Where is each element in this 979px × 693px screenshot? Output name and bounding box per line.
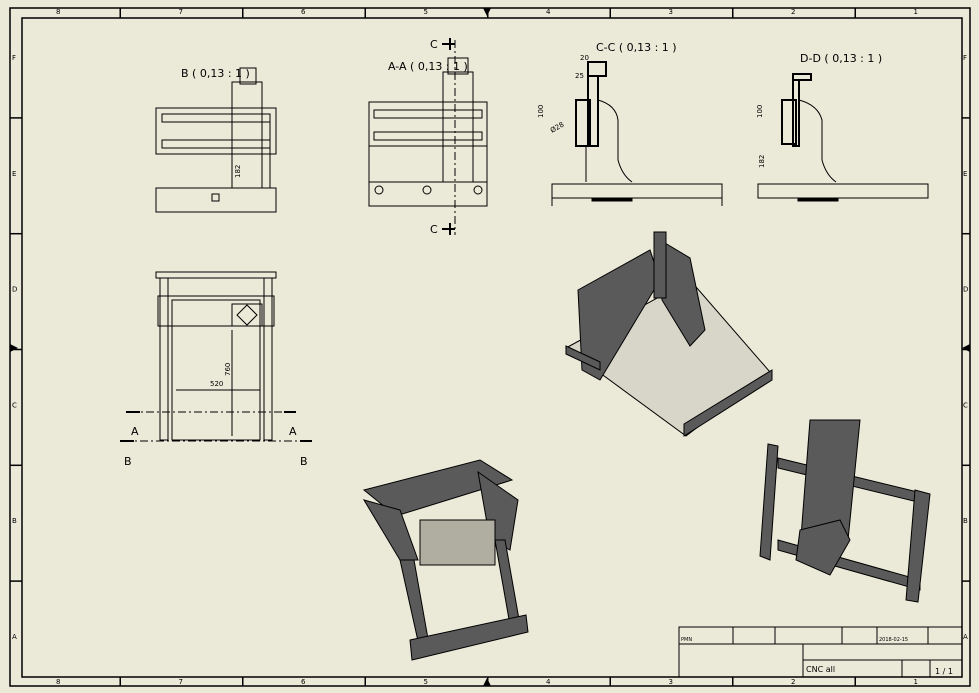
zone-column-label: 7 — [179, 8, 183, 16]
inner-frame — [21, 17, 963, 678]
zone-row-label: B — [963, 517, 968, 525]
zone-column-label: 1 — [914, 8, 918, 16]
date-value: 2018-02-15 — [879, 637, 908, 643]
zone-row-label: C — [963, 401, 968, 409]
designer-value: PMN — [681, 637, 692, 643]
zone-column-label: 6 — [301, 678, 306, 686]
zone-column-label: 4 — [546, 8, 551, 16]
zone-column-label: 7 — [179, 678, 183, 686]
cut-b-right: B — [300, 455, 308, 468]
zone-ticks — [10, 8, 970, 686]
view-aa — [368, 40, 488, 235]
view-cc-label: C-C ( 0,13 : 1 ) — [596, 41, 677, 54]
drawing-title: CNC all — [806, 665, 835, 674]
iso-view-2 — [362, 459, 529, 661]
zone-column-label: 5 — [424, 8, 428, 16]
title-block — [678, 626, 963, 678]
cut-c-bottom: C — [430, 223, 438, 236]
cut-c-top: C — [430, 38, 438, 51]
zone-column-label: 8 — [56, 678, 60, 686]
dim-760: 760 — [224, 363, 232, 376]
zone-row-label: F — [963, 54, 967, 62]
dim-20: 20 — [580, 54, 589, 62]
zone-row-label: F — [12, 54, 16, 62]
view-b-dim: 182 — [234, 165, 242, 178]
view-b — [155, 67, 277, 213]
zone-row-label: A — [963, 633, 968, 641]
iso-view-3 — [759, 419, 931, 603]
zone-column-label: 2 — [791, 678, 795, 686]
zone-row-label: E — [12, 170, 16, 178]
view-cc — [551, 61, 723, 206]
zone-column-label: 3 — [669, 678, 673, 686]
zone-row-label: D — [963, 286, 968, 294]
zone-row-label: A — [12, 633, 17, 641]
view-top — [120, 271, 312, 442]
view-dd — [757, 73, 929, 202]
dd-dim-100: 100 — [756, 105, 764, 118]
cut-b-left: B — [124, 455, 132, 468]
dim-100: 100 — [537, 105, 545, 118]
center-mark-top — [483, 8, 491, 16]
zone-column-label: 4 — [546, 678, 551, 686]
zone-row-label: D — [12, 286, 17, 294]
dim-520: 520 — [210, 380, 223, 388]
dim-dia28: Ø28 — [549, 121, 565, 135]
cut-a-left: A — [131, 425, 139, 438]
zone-column-label: 2 — [791, 8, 795, 16]
view-dd-label: D-D ( 0,13 : 1 ) — [800, 52, 882, 65]
dd-dim-182: 182 — [758, 155, 766, 168]
zone-column-label: 5 — [424, 678, 428, 686]
view-b-label: B ( 0,13 : 1 ) — [181, 67, 250, 80]
center-mark-bottom — [483, 678, 491, 686]
zone-column-label: 3 — [669, 8, 673, 16]
iso-view-1 — [565, 231, 773, 437]
dim-25: 25 — [575, 72, 584, 80]
zone-column-label: 1 — [914, 678, 918, 686]
cut-a-right: A — [289, 425, 297, 438]
outer-border — [9, 7, 971, 687]
zone-column-label: 8 — [56, 8, 60, 16]
center-mark-right — [962, 344, 970, 352]
zone-column-label: 6 — [301, 8, 306, 16]
sheet-number: 1 / 1 — [935, 667, 953, 676]
zone-row-label: B — [12, 517, 17, 525]
zone-row-label: C — [12, 401, 17, 409]
zone-row-label: E — [963, 170, 967, 178]
center-mark-left — [10, 344, 18, 352]
view-aa-label: A-A ( 0,13 : 1 ) — [388, 60, 468, 73]
